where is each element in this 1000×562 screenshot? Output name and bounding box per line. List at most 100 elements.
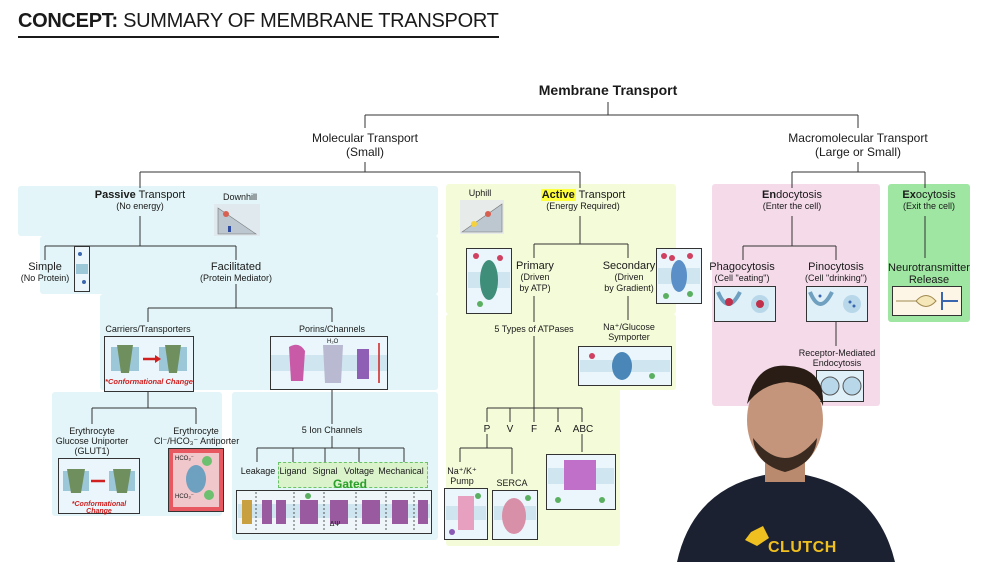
uniporter-l3: (GLUT1) [74, 446, 110, 456]
primary-title: Primary [516, 260, 554, 272]
delta-psi-label: ΔΨ [329, 521, 341, 528]
hco3-top-label: HCO₃⁻ [175, 456, 194, 462]
primary-l2: (Driven [520, 272, 550, 282]
pinocytosis-sub: (Cell "drinking") [805, 273, 867, 283]
phagocytosis-icon [714, 286, 776, 322]
endocytosis-rest: docytosis [776, 189, 822, 201]
endocytosis-sub: (Enter the cell) [762, 201, 822, 211]
macromolecular-title: Macromolecular Transport [788, 131, 928, 145]
concept-title: SUMMARY OF MEMBRANE TRANSPORT [123, 10, 499, 32]
glucose-uniporter-icon [63, 469, 135, 493]
downhill-icon [214, 204, 260, 236]
nak-pump-node: Na⁺/K⁺ Pump [444, 466, 480, 486]
passive-rest: Transport [135, 189, 186, 201]
simple-title: Simple [28, 261, 62, 273]
title-underline [18, 36, 499, 38]
serca-icon [492, 490, 538, 540]
nak-l1: Na⁺/K⁺ [447, 466, 477, 476]
simple-sub: (No Protein) [20, 273, 70, 283]
endocytosis-bold: En [762, 189, 777, 201]
ion-channels-title: 5 Ion Channels [301, 425, 363, 435]
active-rest: Transport [575, 189, 626, 201]
passive-sub: (No energy) [116, 201, 164, 211]
atpase-v: V [506, 424, 514, 435]
ion-channels-node: 5 Ion Channels [294, 425, 370, 436]
carrier-conformational-diagram: *Conformational Change [104, 336, 194, 392]
neuro-l1: Neurotransmitter [888, 262, 970, 274]
synapse-icon [892, 286, 962, 316]
shirt-logo-text: CLUTCH [768, 539, 837, 556]
carrier-protein-icon [111, 345, 187, 373]
symporter-l1: Na⁺/Glucose [603, 322, 655, 332]
gated-label: Gated [333, 477, 368, 491]
porins-diagram: H₂O [270, 336, 388, 390]
secondary-title: Secondary [602, 260, 656, 272]
secondary-l2: (Driven [614, 272, 644, 282]
pinocytosis-icon [806, 286, 868, 322]
endocytosis-node: Endocytosis (Enter the cell) [742, 190, 842, 212]
antiporter-node: Erythrocyte Cl⁻/HCO₃⁻ Antiporter [154, 426, 240, 446]
macromolecular-transport-node: Macromolecular Transport (Large or Small… [768, 131, 948, 159]
simple-node: Simple (No Protein) [18, 262, 72, 284]
symporter-node: Na⁺/Glucose Symporter [596, 322, 662, 342]
receptor-l1: Receptor-Mediated [798, 348, 876, 358]
atpase-p: P [483, 424, 491, 435]
facilitated-sub: (Protein Mediator) [199, 273, 273, 283]
channel-proteins-icon [271, 343, 387, 383]
secondary-l3: by Gradient) [604, 283, 654, 293]
atpases-title: 5 Types of ATPases [494, 324, 574, 334]
facilitated-node: Facilitated (Protein Mediator) [186, 262, 286, 284]
neurotransmitter-node: Neurotransmitter Release [886, 262, 972, 286]
molecular-transport-node: Molecular Transport (Small) [285, 131, 445, 159]
ion-type-ligand: Ligand [279, 466, 307, 476]
phagocytosis-node: Phagocytosis (Cell "eating") [708, 262, 776, 284]
root-label: Membrane Transport [538, 82, 678, 98]
passive-bold: Passive [94, 189, 136, 201]
uniporter-l2: Glucose Uniporter [55, 436, 129, 446]
primary-l3: by ATP) [519, 283, 551, 293]
anion-exchanger-icon [173, 453, 219, 507]
h2o-label: H₂O [327, 339, 339, 345]
receptor-l2: Endocytosis [812, 358, 862, 368]
macromolecular-sub: (Large or Small) [814, 145, 902, 159]
exocytosis-rest: ocytosis [915, 189, 956, 201]
uniporter-diagram: *Conformational Change [58, 458, 140, 515]
atpase-f: F [530, 424, 538, 435]
molecular-title: Molecular Transport [311, 131, 419, 145]
pinocytosis-node: Pinocytosis (Cell "drinking") [802, 262, 870, 284]
exocytosis-bold: Ex [902, 189, 916, 201]
ion-type-voltage: Voltage [343, 466, 375, 476]
ion-type-mechanical: Mechanical [378, 466, 424, 476]
antiporter-diagram: HCO₃⁻ HCO₃⁻ [168, 448, 224, 512]
exocytosis-sub: (Exit the cell) [902, 201, 955, 211]
uniporter-node: Erythrocyte Glucose Uniporter (GLUT1) [52, 426, 132, 456]
hco3-bottom-label: HCO₃⁻ [175, 494, 194, 500]
simple-diffusion-icon [74, 246, 90, 292]
carrier-conf-label: Conformational Change [107, 377, 193, 386]
active-sub: (Energy Required) [546, 201, 620, 211]
presenter-video [677, 365, 895, 562]
primary-pump-icon [466, 248, 512, 314]
carriers-node: Carriers/Transporters [90, 324, 206, 335]
secondary-node: Secondary (Driven by Gradient) [602, 261, 656, 294]
phagocytosis-sub: (Cell "eating") [714, 273, 770, 283]
atpases-node: 5 Types of ATPases [488, 324, 580, 335]
abc-transporter-icon [546, 454, 616, 510]
root-node: Membrane Transport [520, 82, 696, 98]
page-title: CONCEPT: SUMMARY OF MEMBRANE TRANSPORT [18, 10, 499, 38]
antiporter-l2: Cl⁻/HCO₃⁻ Antiporter [154, 436, 240, 446]
ion-type-signal: Signal [312, 466, 338, 476]
receptor-endocytosis-icon [816, 370, 864, 402]
primary-node: Primary (Driven by ATP) [512, 261, 558, 294]
active-bold: Active [540, 189, 576, 201]
concept-label: CONCEPT: [18, 10, 118, 32]
uphill-icon [460, 200, 504, 234]
facilitated-title: Facilitated [210, 261, 262, 273]
gated-highlight [278, 462, 428, 488]
serca-label: SERCA [496, 478, 528, 488]
neuro-l2: Release [908, 274, 950, 286]
downhill-label: Downhill [222, 192, 257, 202]
symporter-l2: Symporter [608, 332, 650, 342]
ion-type-leakage: Leakage [240, 466, 276, 476]
symporter-icon [578, 346, 672, 386]
